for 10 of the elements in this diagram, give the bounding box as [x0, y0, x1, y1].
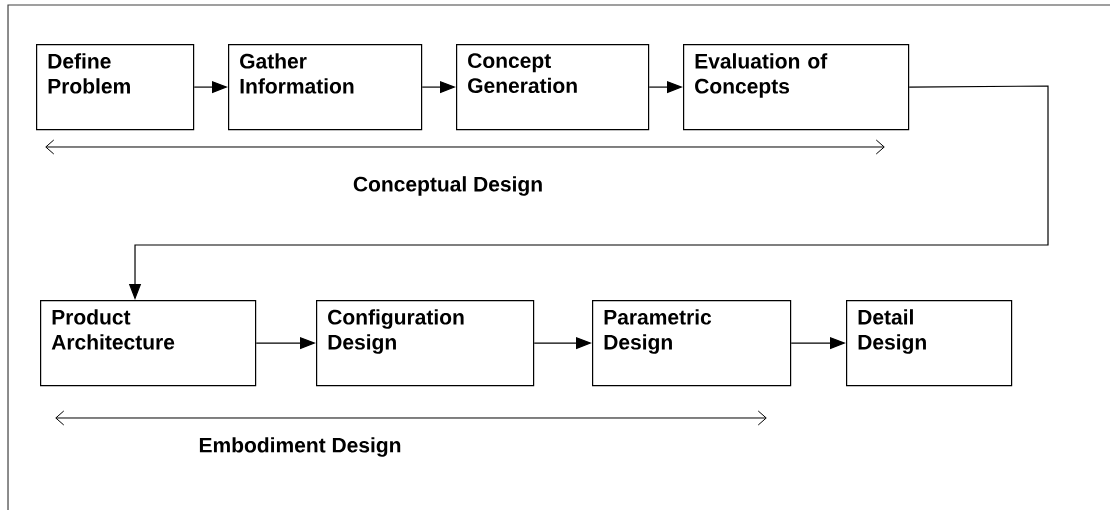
- process-box: Evaluation of Concepts: [683, 44, 910, 131]
- process-box: Product Architecture: [40, 300, 257, 387]
- process-box: Configuration Design: [316, 300, 535, 387]
- process-box: Define Problem: [36, 44, 195, 131]
- phase-label: Embodiment Design: [199, 437, 401, 457]
- process-box: Detail Design: [846, 300, 1013, 387]
- process-box: Parametric Design: [592, 300, 792, 387]
- process-box: Concept Generation: [456, 44, 650, 131]
- phase-label: Conceptual Design: [353, 176, 542, 196]
- process-box: Gather Information: [228, 44, 423, 131]
